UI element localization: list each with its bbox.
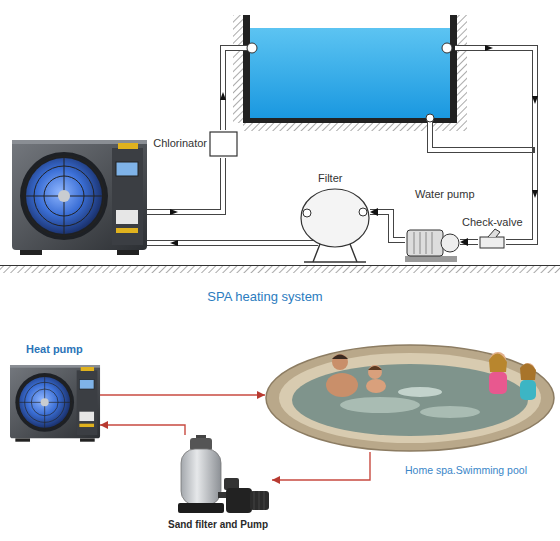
heat-pump: Heat pump [10, 365, 100, 442]
filter-tank: Filter [300, 188, 370, 263]
node-label: Sand filter and Pump [168, 519, 268, 531]
pipe-outline [370, 212, 405, 240]
chlorinator-box: Chlorinator [210, 132, 237, 156]
line-connector [100, 391, 265, 399]
arrow-head [257, 391, 265, 399]
sand-filter-pump: Sand filter and Pump [170, 435, 272, 515]
node-label: Water pump [415, 188, 475, 201]
arrow-head [100, 421, 108, 429]
arrow-head [370, 208, 378, 216]
pipe-connector [370, 208, 405, 240]
line-connector [100, 421, 185, 435]
flow-line [100, 394, 265, 395]
spa-pool: Home spa.Swimming pool [265, 340, 560, 452]
arrow-head [272, 476, 280, 484]
water-pump: Water pump [405, 228, 460, 258]
pipe-connector [460, 238, 478, 246]
pipe-inner [370, 212, 405, 240]
pipe-outline [460, 239, 478, 245]
line-connector [272, 452, 370, 484]
diagram-title: SPA heating system [0, 289, 530, 304]
node-label: Filter [318, 172, 342, 185]
arrow-head [460, 238, 468, 246]
flow-line [100, 425, 185, 435]
node-label: Heat pump [26, 343, 83, 356]
node-label: Chlorinator [153, 137, 207, 150]
check-valve: Check-valve [478, 234, 506, 250]
flow-line [272, 452, 370, 480]
node-label: Check-valve [462, 216, 523, 229]
node-label: Home spa.Swimming pool [405, 464, 527, 477]
